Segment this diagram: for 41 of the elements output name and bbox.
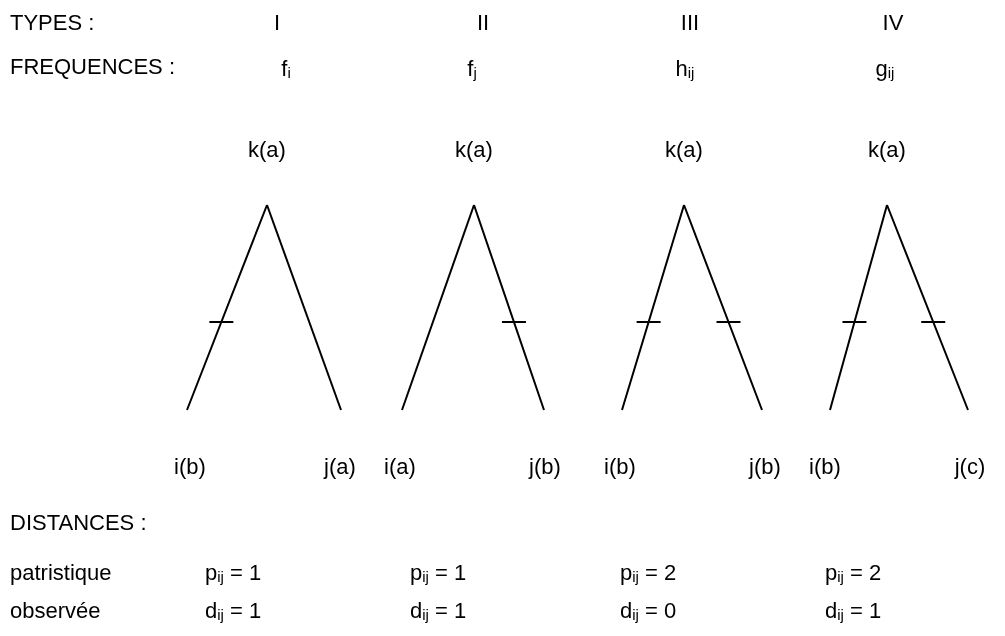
frequency-label: g$_{ij}$ (875, 56, 895, 83)
node-label: k(a) (455, 137, 493, 163)
node-label: j(a) (324, 454, 356, 480)
node-label: i(a) (384, 454, 416, 480)
type-label: III (680, 10, 700, 36)
distance-value: p$_{ij}$ = 2 (825, 560, 882, 587)
type-label: I (273, 10, 281, 36)
type-label: IV (882, 10, 904, 36)
distance-value: p$_{ij}$ = 2 (620, 560, 677, 587)
node-label: k(a) (248, 137, 286, 163)
tree-branch (266, 204, 342, 411)
row-label: FREQUENCES : (10, 54, 176, 80)
distance-value: d$_{ij}$ = 0 (620, 598, 677, 625)
node-label: k(a) (665, 137, 703, 163)
type-label: II (476, 10, 490, 36)
row-label: TYPES : (10, 10, 95, 36)
row-label: DISTANCES : (10, 510, 147, 536)
node-label: j(b) (749, 454, 781, 480)
node-label: j(c) (954, 454, 986, 480)
tree-branch (683, 204, 763, 411)
distance-value: d$_{ij}$ = 1 (410, 598, 467, 625)
tree-branch (401, 204, 475, 411)
tree-branch (886, 204, 969, 411)
tree-branch (473, 204, 545, 411)
node-label: k(a) (868, 137, 906, 163)
distance-value: d$_{ij}$ = 1 (205, 598, 262, 625)
frequency-label: h$_{ij}$ (675, 56, 695, 83)
frequency-label: f$_{i}$ (281, 56, 291, 83)
node-label: i(b) (604, 454, 636, 480)
node-label: i(b) (809, 454, 841, 480)
distance-value: p$_{ij}$ = 1 (410, 560, 467, 587)
tree-branch (829, 204, 888, 411)
row-label: patristique (10, 560, 112, 586)
node-label: j(b) (529, 454, 561, 480)
tree-branch (186, 204, 268, 411)
distance-value: d$_{ij}$ = 1 (825, 598, 882, 625)
frequency-label: f$_{j}$ (467, 56, 477, 83)
node-label: i(b) (174, 454, 206, 480)
row-label: observée (10, 598, 101, 624)
distance-value: p$_{ij}$ = 1 (205, 560, 262, 587)
tree-branch (621, 204, 685, 411)
